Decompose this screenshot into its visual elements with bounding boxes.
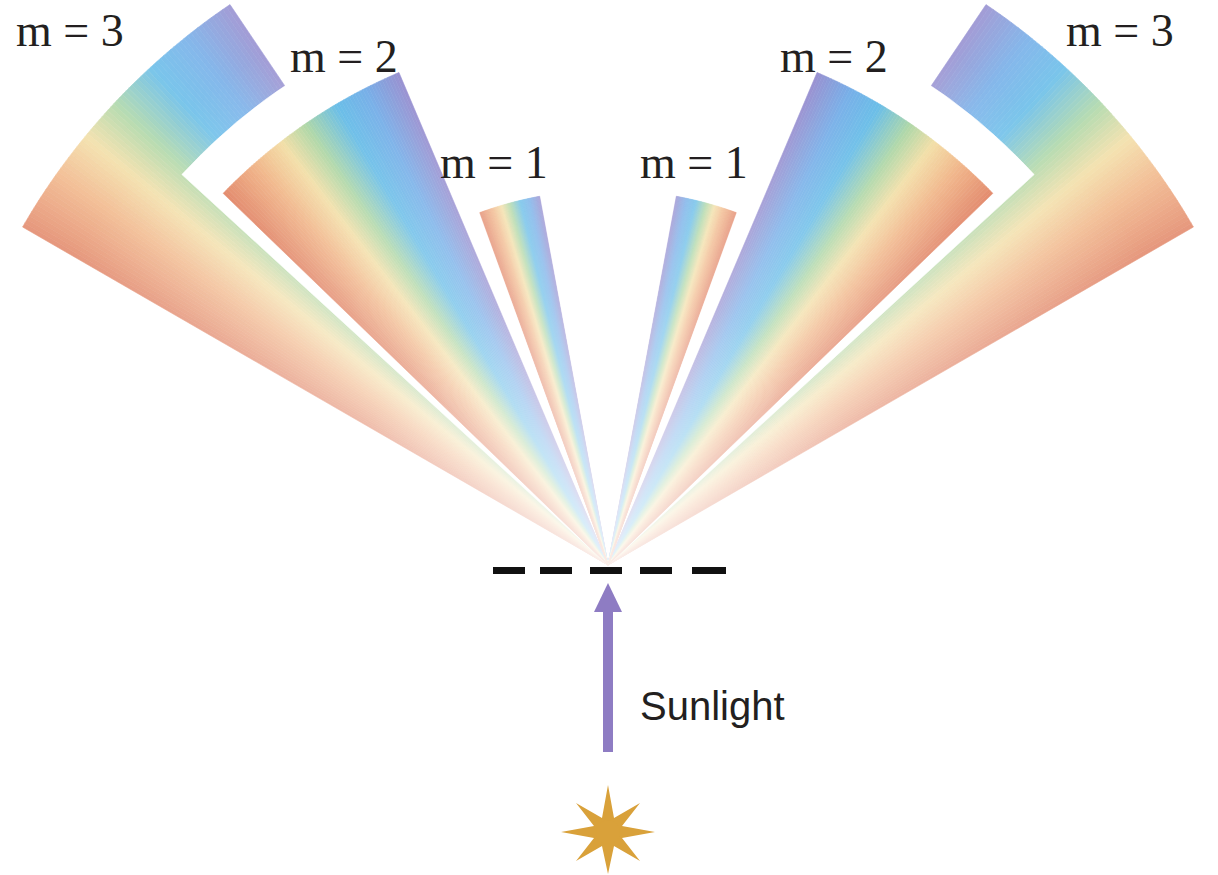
- light-arrow-head: [594, 583, 622, 612]
- order-label: m = 2: [290, 34, 398, 80]
- sun-star: [561, 785, 655, 874]
- source-label: Sunlight: [640, 686, 785, 726]
- order-label: m = 3: [16, 8, 124, 54]
- order-label: m = 3: [1066, 8, 1174, 54]
- order-label: m = 1: [640, 140, 748, 186]
- order-label: m = 2: [780, 34, 888, 80]
- light-arrow-shaft: [603, 598, 613, 752]
- order-label: m = 1: [440, 140, 548, 186]
- diffraction-grating: [493, 567, 726, 574]
